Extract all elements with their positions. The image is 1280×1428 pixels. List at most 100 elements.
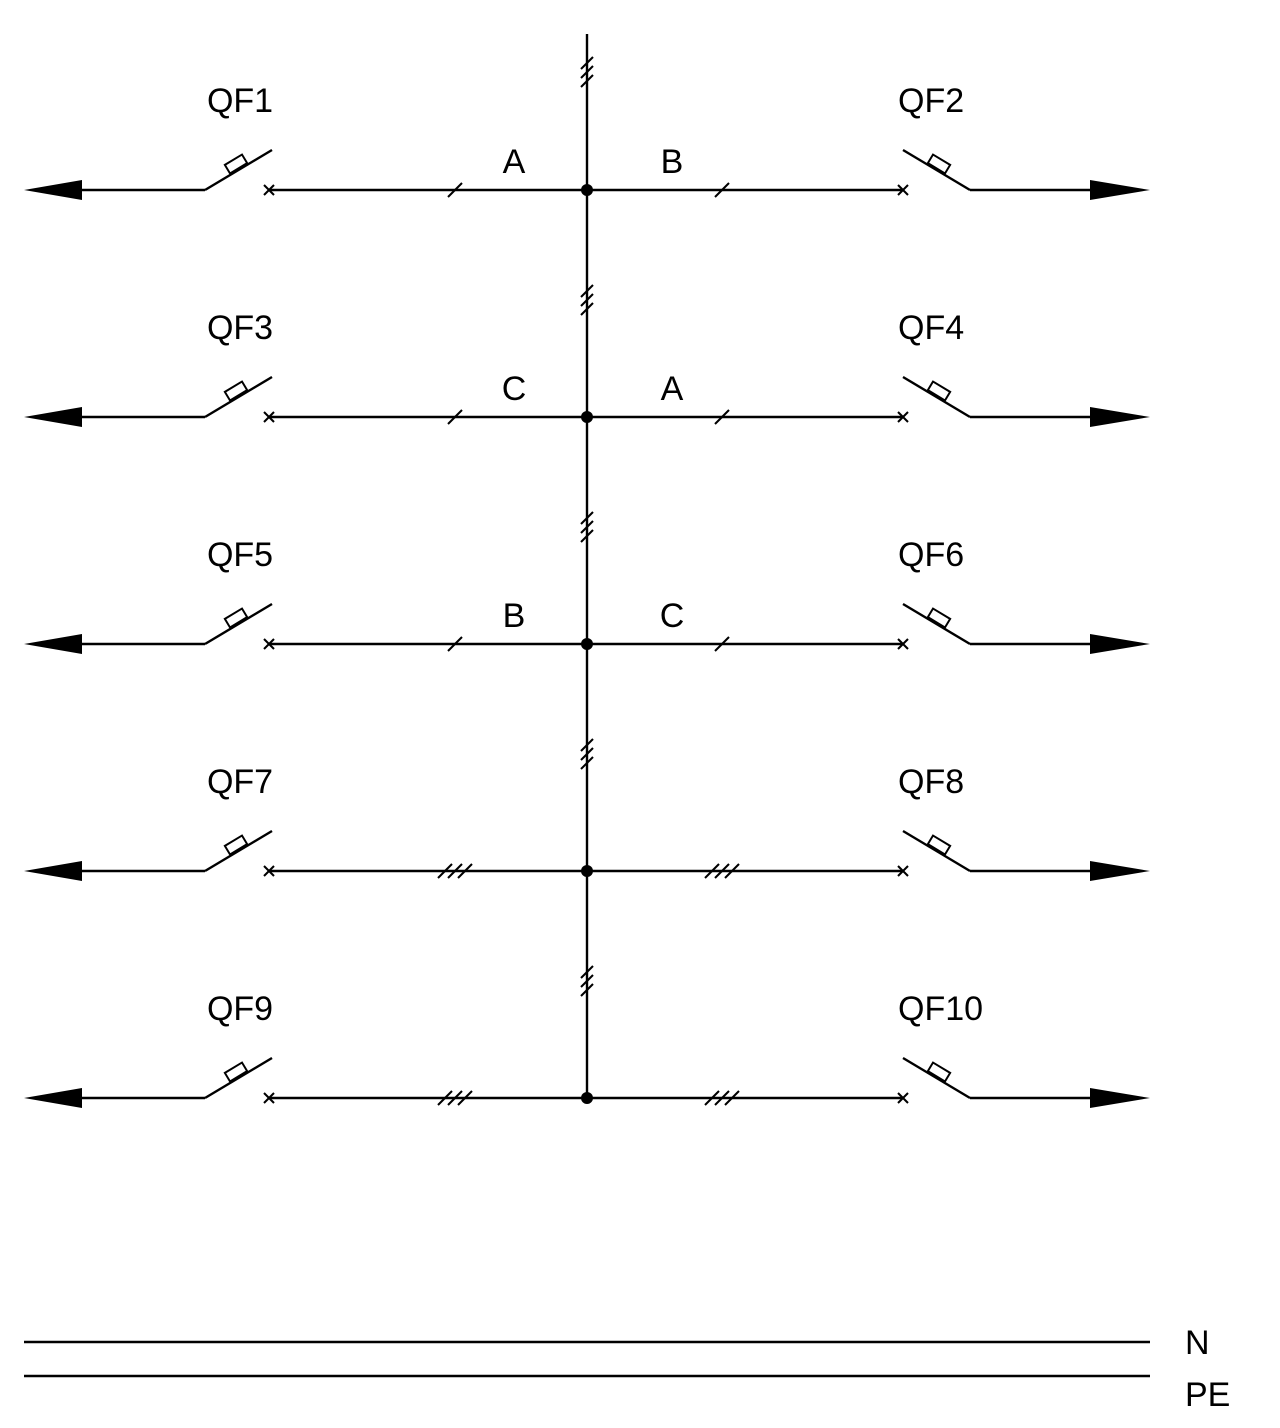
right-breaker-trip-box [926,1061,952,1083]
bus-three-phase-marker [580,56,594,88]
bus-phase-tick [580,520,594,534]
bus-three-phase-marker [580,511,594,543]
wire-count-tick [704,1090,720,1106]
cross-mark-stroke [897,638,909,650]
left-breaker-blade [204,375,273,419]
right-arrow-head [1090,180,1150,200]
pe-line-label: PE [1185,1376,1230,1414]
bus-three-phase-marker [580,284,594,316]
bus-phase-tick [580,284,594,298]
right-breaker-contact-cross [897,184,909,196]
right-wire-count-marker [704,863,740,879]
left-breaker-trip-box [223,834,249,856]
wire-count-tick [714,1090,730,1106]
left-wire-count-marker [447,409,463,425]
cross-mark-stroke [897,1092,909,1104]
right-breaker-label: QF10 [898,990,983,1028]
bus-phase-tick [580,56,594,70]
right-wire-count-marker [704,1090,740,1106]
bus-phase-tick [580,302,594,316]
right-breaker-trip-box [926,153,952,175]
left-breaker-trip-box [223,607,249,629]
right-breaker-label: QF8 [898,763,964,801]
bus-phase-tick [580,293,594,307]
left-arrow-head [24,1088,82,1108]
left-phase-label: A [503,143,526,181]
wire-count-tick [714,636,730,652]
bus-phase-tick [580,511,594,525]
wire-count-tick [714,182,730,198]
left-wire-count-marker [447,636,463,652]
left-breaker-label: QF5 [207,536,273,574]
right-breaker-trip-box [926,380,952,402]
bus-phase-tick [580,965,594,979]
bus-phase-tick [580,529,594,543]
wire-count-tick [447,182,463,198]
cross-mark-stroke [897,865,909,877]
bus-three-phase-marker [580,738,594,770]
left-wire-count-marker [437,1090,473,1106]
left-wire-count-marker [437,863,473,879]
cross-mark-stroke [897,411,909,423]
left-breaker-blade [204,1056,273,1100]
wire-count-tick [447,1090,463,1106]
left-breaker-label: QF1 [207,82,273,120]
wire-count-tick [457,863,473,879]
left-breaker-trip-box [223,380,249,402]
left-breaker-label: QF7 [207,763,273,801]
neutral-line-label: N [1185,1324,1210,1362]
left-breaker-blade [204,829,273,873]
right-wire-count-marker [714,636,730,652]
left-phase-label: C [502,370,527,408]
left-arrow-head [24,407,82,427]
left-breaker-label: QF9 [207,990,273,1028]
left-breaker-trip-box [223,153,249,175]
left-breaker-blade [204,602,273,646]
right-breaker-contact-cross [897,1092,909,1104]
wire-count-tick [447,409,463,425]
right-phase-label: A [661,370,684,408]
right-breaker-contact-cross [897,865,909,877]
right-breaker-label: QF4 [898,309,964,347]
bus-three-phase-marker [580,965,594,997]
right-breaker-trip-box [926,834,952,856]
right-breaker-blade [902,602,971,646]
right-breaker-contact-cross [897,638,909,650]
wire-count-tick [447,636,463,652]
left-arrow-head [24,634,82,654]
bus-phase-tick [580,747,594,761]
left-breaker-trip-box [223,1061,249,1083]
bus-phase-tick [580,65,594,79]
wire-count-tick [437,863,453,879]
wire-count-tick [447,863,463,879]
bus-phase-tick [580,738,594,752]
main-vertical-bus [580,34,594,1098]
bus-phase-tick [580,74,594,88]
right-arrow-head [1090,634,1150,654]
right-arrow-head [1090,861,1150,881]
right-arrow-head [1090,1088,1150,1108]
bus-phase-tick [580,974,594,988]
left-wire-count-marker [447,182,463,198]
right-wire-count-marker [714,409,730,425]
left-arrow-head [24,861,82,881]
right-breaker-blade [902,1056,971,1100]
neutral-and-pe-lines: N PE [24,1324,1230,1414]
wire-count-tick [714,409,730,425]
left-arrow-head [24,180,82,200]
right-wire-count-marker [714,182,730,198]
right-breaker-label: QF2 [898,82,964,120]
feeder-row: QF9 QF10 [24,990,1150,1108]
right-breaker-contact-cross [897,411,909,423]
right-phase-label: C [660,597,685,635]
cross-mark-stroke [897,184,909,196]
left-phase-label: B [503,597,526,635]
right-phase-label: B [661,143,684,181]
bus-phase-tick [580,756,594,770]
wire-count-tick [714,863,730,879]
